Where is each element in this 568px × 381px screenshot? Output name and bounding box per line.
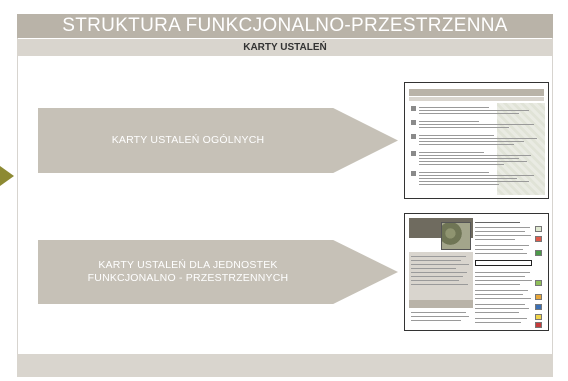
thumbnail-text-line [419, 175, 534, 176]
thumbnail-text-line [475, 227, 530, 228]
thumbnail-text-line [475, 290, 528, 291]
thumbnail-text-line [419, 172, 489, 173]
thumbnail-text-line [419, 158, 519, 159]
thumbnail-text-line [475, 222, 520, 223]
thumbnail-subheader [409, 97, 544, 101]
thumbnail-text-line [411, 320, 461, 321]
unit-findings-label: KARTY USTALEŃ DLA JEDNOSTEK FUNKCJONALNO… [88, 259, 289, 285]
thumbnail-text-line [475, 298, 531, 299]
thumbnail-text-line [419, 152, 484, 153]
thumbnail-header [409, 89, 544, 96]
thumbnail-legend-icon [535, 250, 542, 256]
thumbnail-text-line [419, 138, 537, 139]
general-findings-arrow[interactable]: KARTY USTALEŃ OGÓLNYCH [38, 108, 398, 173]
thumbnail-text-line [419, 110, 529, 111]
thumbnail-text-line [411, 256, 466, 257]
thumbnail-text-line [411, 280, 459, 281]
thumbnail-text-line [419, 121, 479, 122]
thumbnail-text-line [475, 249, 523, 250]
thumbnail-bullet [411, 171, 416, 176]
thumbnail-text-line [475, 276, 525, 277]
play-arrow-icon[interactable] [0, 166, 14, 186]
thumbnail-legend-icon [535, 294, 542, 300]
thumbnail-text-line [411, 312, 466, 313]
thumbnail-bullet [411, 120, 416, 125]
thumbnail-text-line [475, 294, 523, 295]
thumbnail-table [475, 260, 532, 266]
thumbnail-map [441, 222, 471, 250]
thumbnail-text-line [475, 322, 521, 323]
thumbnail-text-line [475, 280, 532, 281]
thumbnail-legend-icon [535, 226, 542, 232]
slide-footer [17, 354, 553, 377]
slide-title: STRUKTURA FUNKCJONALNO-PRZESTRZENNA [17, 14, 553, 38]
thumbnail-text-line [475, 253, 527, 254]
thumbnail-text-line [419, 161, 527, 162]
general-findings-label: KARTY USTALEŃ OGÓLNYCH [111, 134, 265, 146]
thumbnail-text-line [419, 113, 519, 114]
thumbnail-text-line [411, 276, 463, 277]
thumbnail-text-line [411, 316, 469, 317]
thumbnail-text-line [419, 141, 524, 142]
thumbnail-text-line [475, 235, 531, 236]
thumbnail-text-line [411, 284, 468, 285]
thumbnail-text-line [419, 155, 531, 156]
thumbnail-bullet [411, 106, 416, 111]
thumbnail-text-line [419, 178, 517, 179]
unit-findings-label-line2: FUNKCJONALNO - PRZESTRZENNYCH [87, 272, 289, 284]
thumbnail-text-line [411, 260, 461, 261]
thumbnail-map-background [497, 103, 545, 195]
thumbnail-text-line [475, 312, 519, 313]
unit-findings-label-line1: KARTY USTALEŃ DLA JEDNOSTEK [98, 259, 278, 271]
thumbnail-legend-icon [535, 304, 542, 310]
thumbnail-text-line [475, 272, 530, 273]
thumbnail-text-line [419, 144, 514, 145]
thumbnail-text-line [419, 181, 529, 182]
thumbnail-text-line [419, 124, 534, 125]
thumbnail-text-line [411, 272, 467, 273]
thumbnail-text-line [419, 107, 489, 108]
unit-findings-thumbnail[interactable] [404, 213, 549, 331]
thumbnail-legend-icon [535, 236, 542, 242]
thumbnail-text-line [475, 231, 525, 232]
thumbnail-legend-icon [535, 280, 542, 286]
thumbnail-text-line [475, 284, 520, 285]
thumbnail-text-line [475, 239, 515, 240]
general-findings-thumbnail[interactable] [404, 82, 549, 199]
unit-findings-arrow[interactable]: KARTY USTALEŃ DLA JEDNOSTEK FUNKCJONALNO… [38, 240, 398, 304]
thumbnail-bullet [411, 134, 416, 139]
thumbnail-text-line [475, 308, 529, 309]
thumbnail-text-line [419, 135, 494, 136]
thumbnail-text-line [475, 304, 525, 305]
thumbnail-text-line [475, 245, 529, 246]
slide-subtitle: KARTY USTALEŃ [17, 39, 553, 56]
thumbnail-text-line [411, 264, 469, 265]
thumbnail-text-line [475, 318, 527, 319]
thumbnail-text-line [419, 127, 509, 128]
thumbnail-text-line [419, 164, 504, 165]
thumbnail-legend-icon [535, 314, 542, 320]
thumbnail-text-line [411, 268, 456, 269]
thumbnail-legend-icon [535, 322, 542, 328]
thumbnail-section-bar [409, 300, 473, 308]
thumbnail-bullet [411, 151, 416, 156]
thumbnail-text-line [419, 184, 499, 185]
